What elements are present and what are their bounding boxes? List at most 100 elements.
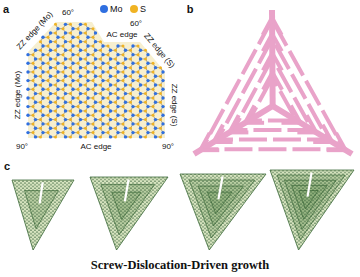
mo-atom bbox=[124, 57, 127, 60]
mo-atom bbox=[86, 44, 89, 47]
mo-atom bbox=[109, 49, 112, 52]
mo-atom bbox=[34, 127, 37, 130]
mo-atom bbox=[34, 57, 37, 60]
mo-atom bbox=[124, 135, 127, 138]
s-atom bbox=[144, 135, 147, 138]
mo-atom bbox=[161, 131, 164, 134]
mo-atom bbox=[116, 122, 119, 125]
s-atom bbox=[62, 122, 65, 125]
s-atom bbox=[152, 131, 155, 134]
mo-atom bbox=[139, 49, 142, 52]
s-atom bbox=[159, 92, 162, 95]
s-atom bbox=[69, 57, 72, 60]
mo-atom bbox=[41, 53, 44, 56]
s-atom bbox=[114, 83, 117, 86]
s-atom bbox=[152, 122, 155, 125]
mo-atom bbox=[109, 135, 112, 138]
s-atom bbox=[77, 88, 80, 91]
mo-atom bbox=[154, 109, 157, 112]
mo-atom bbox=[64, 109, 67, 112]
dendrite-arm bbox=[194, 106, 273, 154]
mo-atom bbox=[94, 135, 97, 138]
mo-atom bbox=[94, 109, 97, 112]
mo-atom bbox=[94, 101, 97, 104]
mo-atom bbox=[116, 96, 119, 99]
mo-atom bbox=[41, 105, 44, 108]
mo-atom bbox=[124, 49, 127, 52]
s-atom bbox=[84, 57, 87, 60]
s-atom bbox=[137, 96, 140, 99]
mo-atom bbox=[56, 105, 59, 108]
mo-atom bbox=[41, 36, 44, 39]
s-atom bbox=[62, 114, 65, 117]
s-atom bbox=[39, 92, 42, 95]
s-atom bbox=[32, 88, 35, 91]
s-atom bbox=[144, 75, 147, 78]
s-atom bbox=[129, 83, 132, 86]
caption: Screw-Dislocation-Driven growth bbox=[91, 259, 269, 272]
mo-atom bbox=[41, 131, 44, 134]
s-atom bbox=[69, 75, 72, 78]
s-atom bbox=[122, 96, 125, 99]
s-atom bbox=[129, 101, 132, 104]
dendrite-branch bbox=[281, 121, 300, 125]
mo-atom bbox=[131, 62, 134, 65]
dendrite-branch bbox=[245, 106, 254, 123]
s-atom bbox=[47, 96, 50, 99]
s-atom bbox=[129, 118, 132, 121]
mo-atom bbox=[64, 75, 67, 78]
dendrite-branch bbox=[291, 106, 301, 123]
growth-stage bbox=[180, 174, 266, 250]
legend-swatch bbox=[100, 5, 108, 13]
s-atom bbox=[54, 57, 57, 60]
mo-atom bbox=[71, 105, 74, 108]
s-atom bbox=[77, 36, 80, 39]
s-atom bbox=[47, 36, 50, 39]
mo-atom bbox=[64, 40, 67, 43]
mo-atom bbox=[124, 92, 127, 95]
mo-atom bbox=[41, 62, 44, 65]
mo-atom bbox=[101, 122, 104, 125]
mo-atom bbox=[56, 36, 59, 39]
s-atom bbox=[54, 23, 57, 26]
mo-atom bbox=[139, 101, 142, 104]
s-atom bbox=[152, 79, 155, 82]
dendrite-branch bbox=[263, 53, 272, 70]
mo-atom bbox=[154, 66, 157, 69]
mo-atom bbox=[124, 83, 127, 86]
s-atom bbox=[32, 105, 35, 108]
s-atom bbox=[152, 62, 155, 65]
mo-atom bbox=[56, 122, 59, 125]
s-atom bbox=[39, 66, 42, 69]
s-atom bbox=[54, 127, 57, 130]
s-atom bbox=[92, 53, 95, 56]
dendrite-branch bbox=[297, 130, 316, 134]
s-atom bbox=[137, 70, 140, 73]
mo-atom bbox=[49, 49, 52, 52]
s-atom bbox=[99, 75, 102, 78]
s-atom bbox=[129, 49, 132, 52]
mo-atom bbox=[139, 57, 142, 60]
s-atom bbox=[129, 66, 132, 69]
mo-atom bbox=[101, 131, 104, 134]
s-atom bbox=[137, 62, 140, 65]
mo-atom bbox=[94, 92, 97, 95]
mo-atom bbox=[49, 135, 52, 138]
dendrite-branch bbox=[272, 34, 282, 51]
mo-atom bbox=[109, 75, 112, 78]
s-atom bbox=[84, 66, 87, 69]
s-atom bbox=[62, 131, 65, 134]
mo-atom bbox=[26, 53, 29, 56]
mo-atom bbox=[26, 88, 29, 91]
s-atom bbox=[107, 122, 110, 125]
legend-swatch bbox=[130, 5, 138, 13]
s-atom bbox=[47, 122, 50, 125]
dendrite-branch bbox=[272, 53, 282, 70]
mo-atom bbox=[49, 40, 52, 43]
s-atom bbox=[54, 92, 57, 95]
s-atom bbox=[99, 101, 102, 104]
angle-label: 90° bbox=[162, 143, 174, 151]
mo-atom bbox=[79, 83, 82, 86]
mo-atom bbox=[26, 62, 29, 65]
mo-atom bbox=[116, 53, 119, 56]
